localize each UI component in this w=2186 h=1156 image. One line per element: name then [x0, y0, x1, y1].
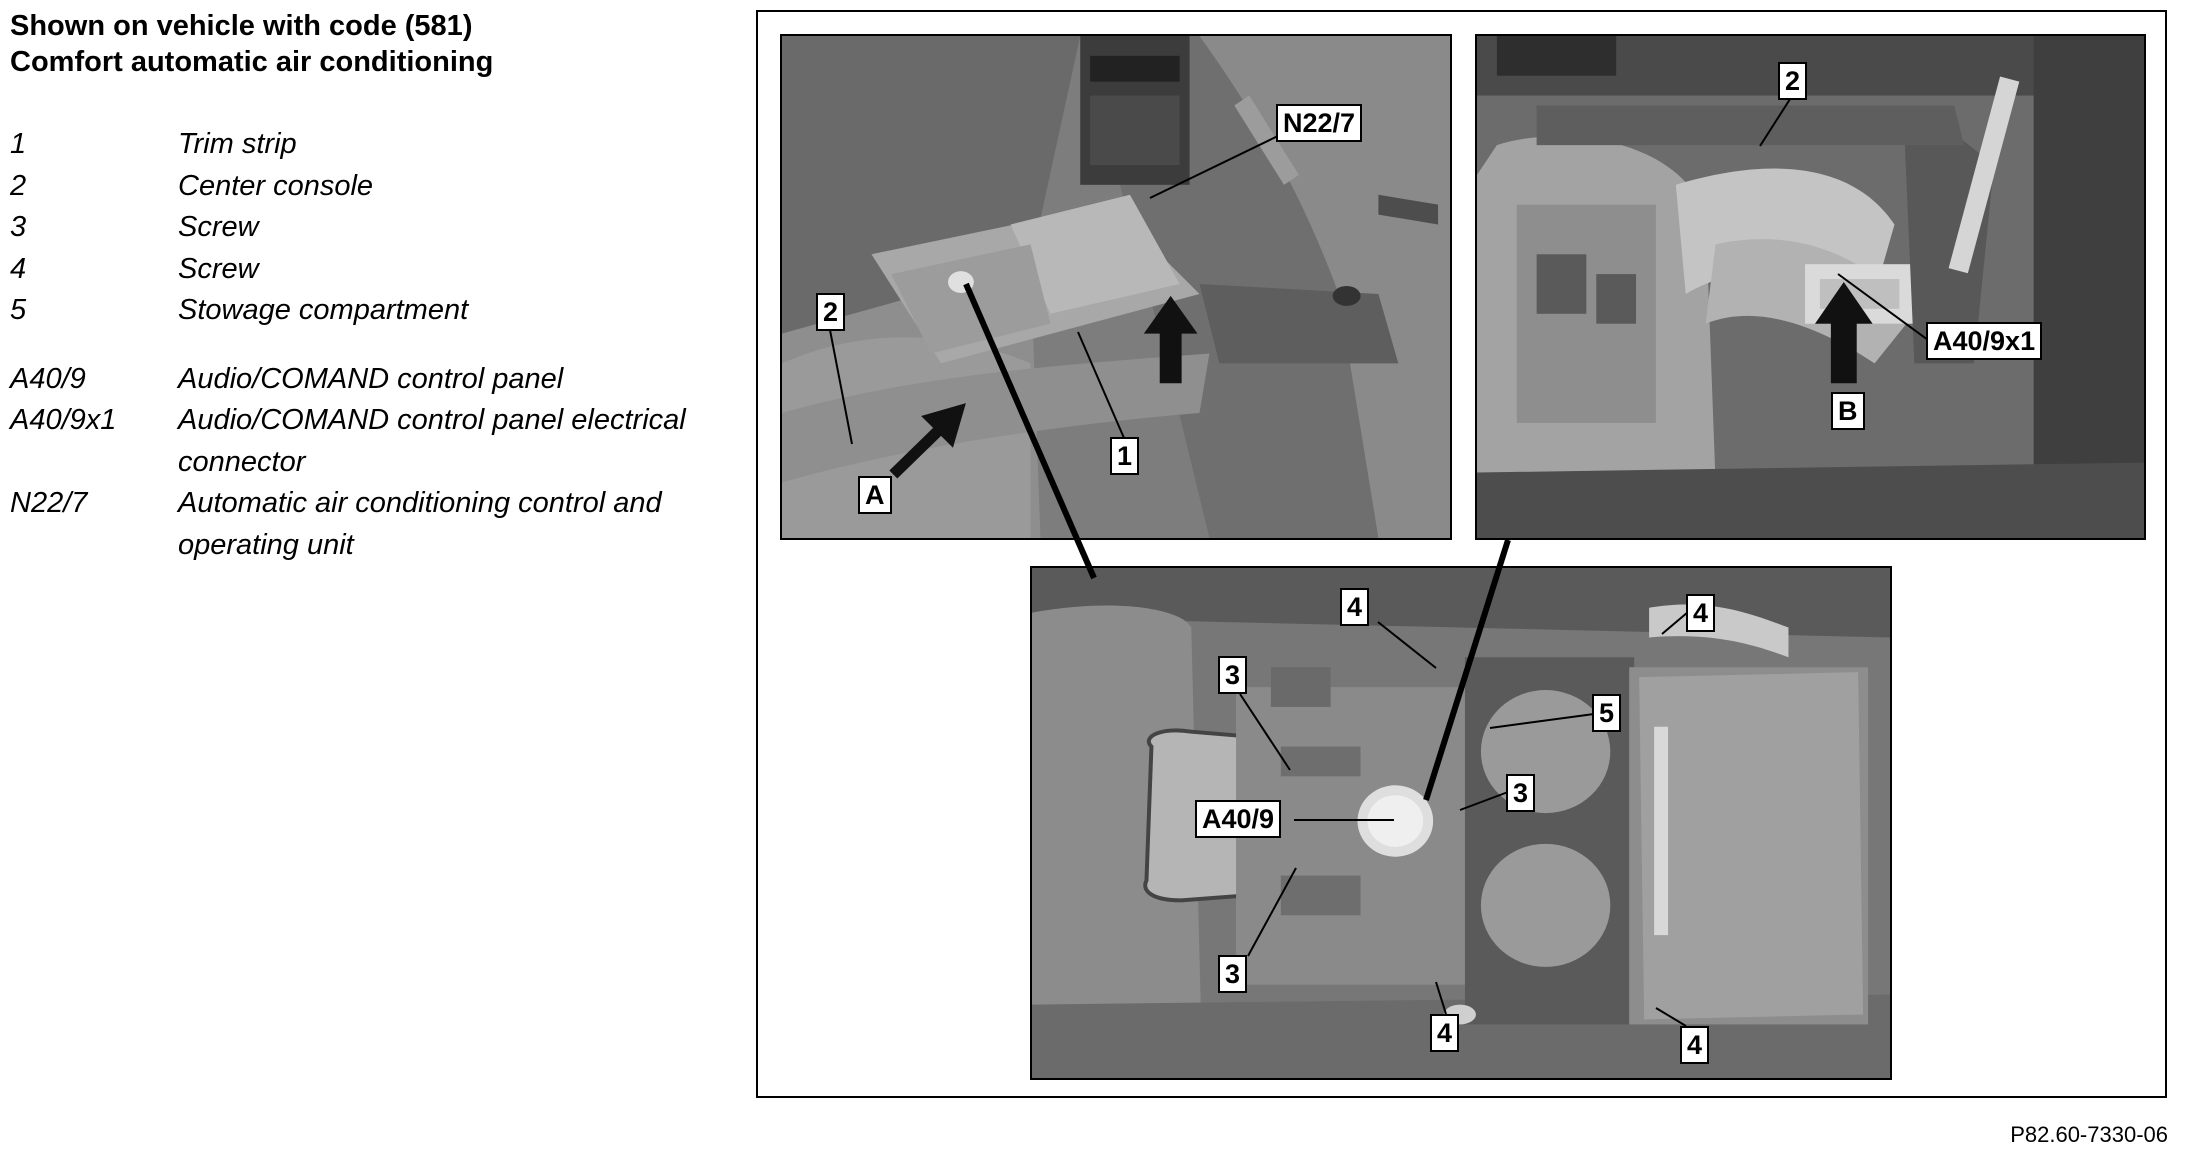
legend-code: A40/9 — [10, 362, 86, 395]
callout-3-right: 3 — [1506, 774, 1536, 812]
figure-frame — [756, 10, 2167, 1098]
legend-text: Automatic air conditioning control and o… — [178, 487, 662, 561]
legend-text: Screw — [178, 211, 259, 243]
callout-5-stowage: 5 — [1592, 694, 1622, 732]
reference-code: P82.60-7330-06 — [2010, 1122, 2168, 1147]
callout-2-console-right: 2 — [1778, 62, 1808, 100]
callout-4-top-left: 4 — [1340, 588, 1370, 626]
photo-console-top-view — [1030, 566, 1892, 1080]
legend-code: 2 — [10, 169, 27, 202]
photo-console-top-image — [1032, 568, 1890, 1078]
callout-arrow-b: B — [1831, 392, 1865, 430]
callout-3-lower: 3 — [1218, 955, 1248, 993]
legend-text: Audio/COMAND control panel — [178, 362, 564, 395]
callout-3-upper: 3 — [1218, 656, 1248, 694]
legend-code: 5 — [10, 294, 27, 326]
callout-a40-9: A40/9 — [1195, 800, 1282, 838]
photo-connector-view — [1475, 34, 2146, 540]
callout-2-console: 2 — [816, 293, 846, 331]
photo-connector-image — [1477, 36, 2144, 538]
legend-text: Trim strip — [178, 128, 297, 160]
legend-code: A40/9x1 — [10, 404, 117, 436]
legend-code: 3 — [10, 211, 27, 243]
callout-1-trim-strip: 1 — [1110, 437, 1140, 475]
header-line-vehicle-code: Shown on vehicle with code (581) — [10, 10, 473, 42]
header-line-climate: Comfort automatic air conditioning — [10, 46, 494, 78]
legend-text: Stowage compartment — [178, 294, 469, 326]
callout-4-bottom-left: 4 — [1430, 1014, 1460, 1052]
legend-code: 4 — [10, 252, 27, 285]
legend-code: 1 — [10, 128, 27, 160]
callout-4-bottom-right: 4 — [1680, 1026, 1710, 1064]
legend-text: Audio/COMAND control panel electrical co… — [178, 404, 686, 478]
legend-text: Center console — [178, 169, 374, 202]
callout-n22-7: N22/7 — [1276, 104, 1363, 142]
figure-header: Shown on vehicle with code (581) Comfort… — [10, 8, 493, 80]
callout-4-top-right: 4 — [1686, 594, 1716, 632]
legend-code: N22/7 — [10, 487, 88, 519]
callout-a40-9x1: A40/9x1 — [1926, 322, 2043, 360]
callout-arrow-a: A — [858, 476, 892, 514]
legend-text: Screw — [178, 252, 259, 285]
